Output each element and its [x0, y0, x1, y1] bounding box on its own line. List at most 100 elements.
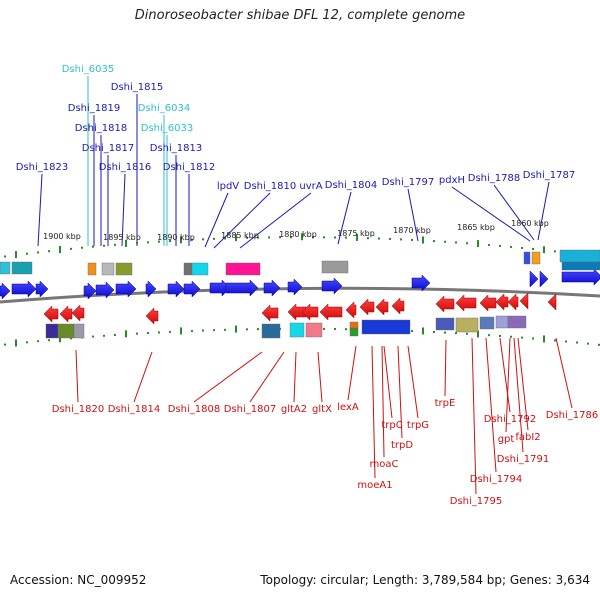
reverse-gene-arrow: [345, 301, 357, 319]
lower-tick: [565, 340, 567, 343]
forward-gene-arrow: [145, 280, 157, 298]
lower-tick: [202, 329, 204, 332]
top-gene-label: Dshi_1817: [82, 143, 134, 154]
upper-tick: [323, 236, 325, 239]
lower-tick: [15, 339, 17, 347]
bottom-leader-line: [347, 345, 357, 401]
upper-tick: [158, 240, 160, 243]
ortholog-block: [57, 323, 75, 339]
lower-tick: [422, 327, 424, 335]
lower-tick: [598, 343, 600, 346]
upper-tick: [202, 238, 204, 241]
upper-tick: [180, 236, 182, 244]
bottom-gene-label: Dshi_1786: [546, 410, 598, 421]
upper-tick: [268, 236, 270, 239]
top-gene-label: Dshi_1804: [325, 180, 377, 191]
top-gene-label: Dshi_1787: [523, 170, 575, 181]
bottom-leader-line: [444, 339, 447, 397]
scale-label: 1890 kbp: [157, 233, 195, 242]
ortholog-block: [191, 262, 209, 276]
bottom-leader-line: [499, 337, 511, 413]
scale-label: 1875 kbp: [337, 229, 375, 238]
lower-tick: [169, 330, 171, 333]
ortholog-block: [73, 323, 85, 339]
upper-tick: [279, 236, 281, 239]
reverse-gene-arrow: [547, 293, 557, 311]
top-gene-label: Dshi_1819: [68, 103, 120, 114]
bottom-gene-label: moaC: [370, 459, 399, 470]
bottom-leader-line: [317, 351, 323, 403]
bottom-gene-label: trpC: [381, 420, 402, 431]
upper-tick: [532, 248, 534, 251]
ortholog-block: [507, 315, 527, 329]
lower-tick: [48, 339, 50, 342]
forward-gene-arrow: [35, 280, 49, 298]
scale-label: 1900 kbp: [43, 232, 81, 241]
lower-tick: [257, 328, 259, 331]
lower-tick: [103, 334, 105, 337]
ortholog-block: [531, 251, 541, 265]
upper-tick: [147, 241, 149, 244]
reverse-gene-arrow: [359, 298, 375, 316]
lower-tick: [466, 332, 468, 335]
upper-tick: [378, 237, 380, 240]
accession-text: Accession: NC_009952: [10, 573, 147, 587]
bottom-leader-line: [397, 345, 403, 439]
upper-tick: [543, 246, 545, 254]
upper-tick: [455, 241, 457, 244]
upper-tick: [48, 250, 50, 253]
forward-gene-arrow: [183, 280, 201, 298]
ortholog-block: [361, 319, 411, 335]
ortholog-block: [115, 262, 133, 276]
bottom-gene-label: gpt: [498, 434, 515, 445]
bottom-gene-label: gltA2: [281, 404, 307, 415]
lower-tick: [477, 330, 479, 338]
reverse-gene-arrow: [43, 305, 59, 323]
bottom-gene-label: Dshi_1792: [484, 414, 536, 425]
lower-tick: [587, 342, 589, 345]
forward-gene-arrow: [539, 270, 549, 288]
upper-tick: [15, 251, 17, 259]
upper-tick: [334, 236, 336, 239]
lower-tick: [455, 332, 457, 335]
lower-tick: [26, 341, 28, 344]
upper-tick: [290, 236, 292, 239]
bottom-gene-label: trpG: [407, 420, 429, 431]
lower-tick: [235, 325, 237, 333]
forward-gene-arrow: [225, 279, 259, 297]
top-leader-line: [537, 181, 550, 241]
bottom-leader-line: [293, 351, 297, 403]
scale-label: 1895 kbp: [103, 233, 141, 242]
upper-tick: [312, 236, 314, 239]
bottom-leader-line: [383, 345, 393, 419]
top-leader-line: [37, 173, 43, 247]
bottom-leader-line: [249, 351, 285, 403]
upper-tick: [213, 237, 215, 240]
reverse-gene-arrow: [319, 303, 343, 321]
ortholog-block: [455, 317, 479, 333]
ortholog-block: [101, 262, 115, 276]
ortholog-block: [183, 262, 193, 276]
upper-tick: [169, 239, 171, 242]
top-leader-line: [239, 192, 312, 249]
bottom-leader-line: [75, 349, 79, 403]
forward-gene-arrow: [561, 268, 600, 286]
lower-tick: [510, 335, 512, 338]
upper-tick: [59, 245, 61, 253]
bottom-leader-line: [371, 345, 376, 479]
upper-tick: [224, 237, 226, 240]
bottom-leader-line: [485, 337, 497, 473]
lower-tick: [125, 330, 127, 338]
top-leader-line: [493, 184, 535, 241]
ortholog-block: [11, 261, 33, 275]
upper-tick: [92, 245, 94, 248]
lower-tick: [147, 332, 149, 335]
lower-tick: [213, 329, 215, 332]
top-gene-label: lpdV: [217, 181, 239, 192]
lower-tick: [246, 328, 248, 331]
top-gene-label: Dshi_6033: [141, 123, 193, 134]
lower-tick: [499, 334, 501, 337]
bottom-leader-line: [381, 345, 385, 458]
lower-tick: [136, 332, 138, 335]
